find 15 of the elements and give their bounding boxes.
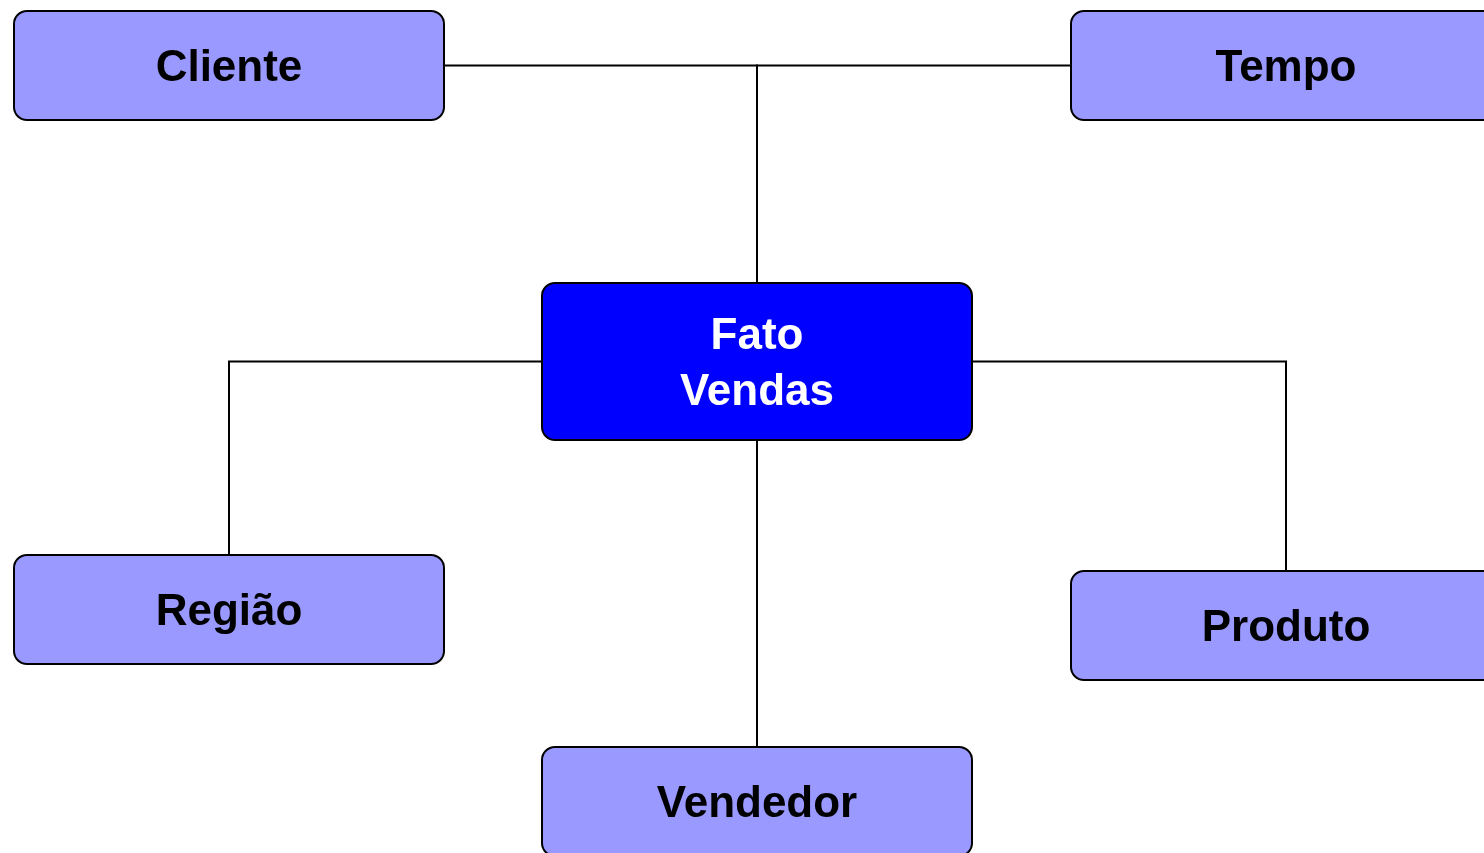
- dimension-box: [541, 746, 973, 853]
- connector-line: [972, 360, 1287, 571]
- connector-line: [228, 360, 542, 555]
- dimension-box: [13, 10, 445, 121]
- dimension-box: [1070, 570, 1484, 681]
- box-label: Região: [155, 583, 303, 636]
- connector-line: [756, 440, 758, 747]
- box-label: Cliente: [155, 39, 303, 92]
- dimension-box: [1070, 10, 1484, 121]
- fact-table-box: [541, 282, 973, 441]
- box-label: Tempo: [1215, 39, 1357, 92]
- box-label: Fato Vendas: [678, 307, 836, 416]
- dimension-box: [13, 554, 445, 665]
- box-label: Produto: [1201, 599, 1371, 652]
- box-label: Vendedor: [656, 775, 858, 828]
